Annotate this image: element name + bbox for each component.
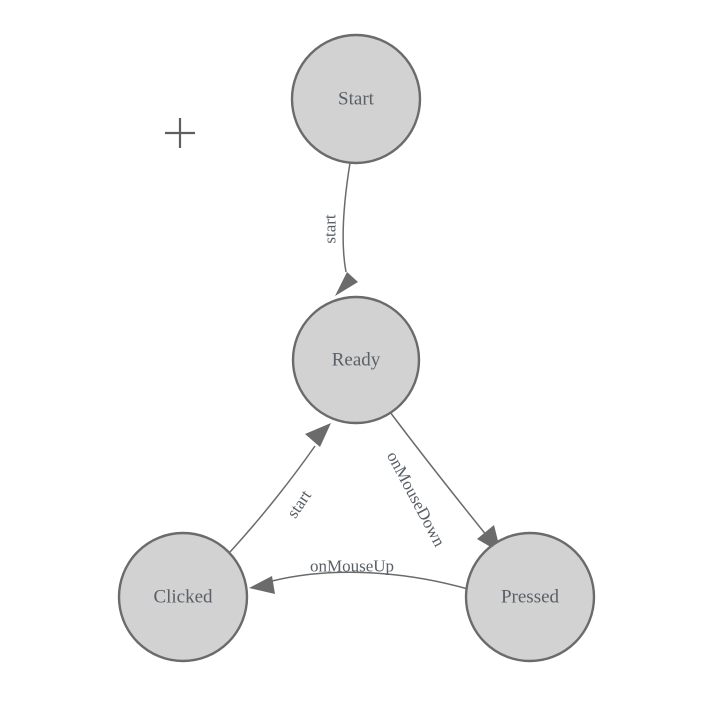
edge-label-pressed-to-clicked: onMouseUp <box>310 557 394 576</box>
node-pressed-label: Pressed <box>501 587 560 608</box>
node-ready[interactable]: Ready <box>291 295 421 425</box>
edge-line <box>389 411 488 537</box>
node-ready-label: Ready <box>332 350 381 371</box>
arrowhead-icon <box>249 576 275 594</box>
edge-ready-to-pressed[interactable]: onMouseDown <box>383 411 501 553</box>
edge-line <box>271 571 469 590</box>
node-clicked-circle[interactable] <box>117 531 249 663</box>
node-start-label: Start <box>338 89 375 110</box>
edge-label-ready-to-pressed: onMouseDown <box>383 448 449 550</box>
plus-marker-icon <box>165 118 195 148</box>
arrowhead-icon <box>335 272 358 296</box>
edge-start-to-ready[interactable]: start <box>321 162 359 296</box>
edge-label-start-to-ready: start <box>321 214 340 244</box>
edge-line <box>229 445 316 553</box>
edge-line <box>342 162 351 273</box>
node-pressed-circle[interactable] <box>464 531 596 663</box>
node-ready-circle[interactable] <box>291 295 421 425</box>
arrowhead-icon <box>305 423 331 447</box>
node-clicked[interactable]: Clicked <box>117 531 249 663</box>
node-start[interactable]: Start <box>290 33 422 165</box>
edge-pressed-to-clicked[interactable]: onMouseUp <box>249 557 469 595</box>
node-start-circle[interactable] <box>290 33 422 165</box>
node-pressed[interactable]: Pressed <box>464 531 596 663</box>
edge-label-clicked-to-ready: start <box>283 486 315 521</box>
node-clicked-label: Clicked <box>153 587 213 608</box>
edge-clicked-to-ready[interactable]: start <box>229 423 331 553</box>
